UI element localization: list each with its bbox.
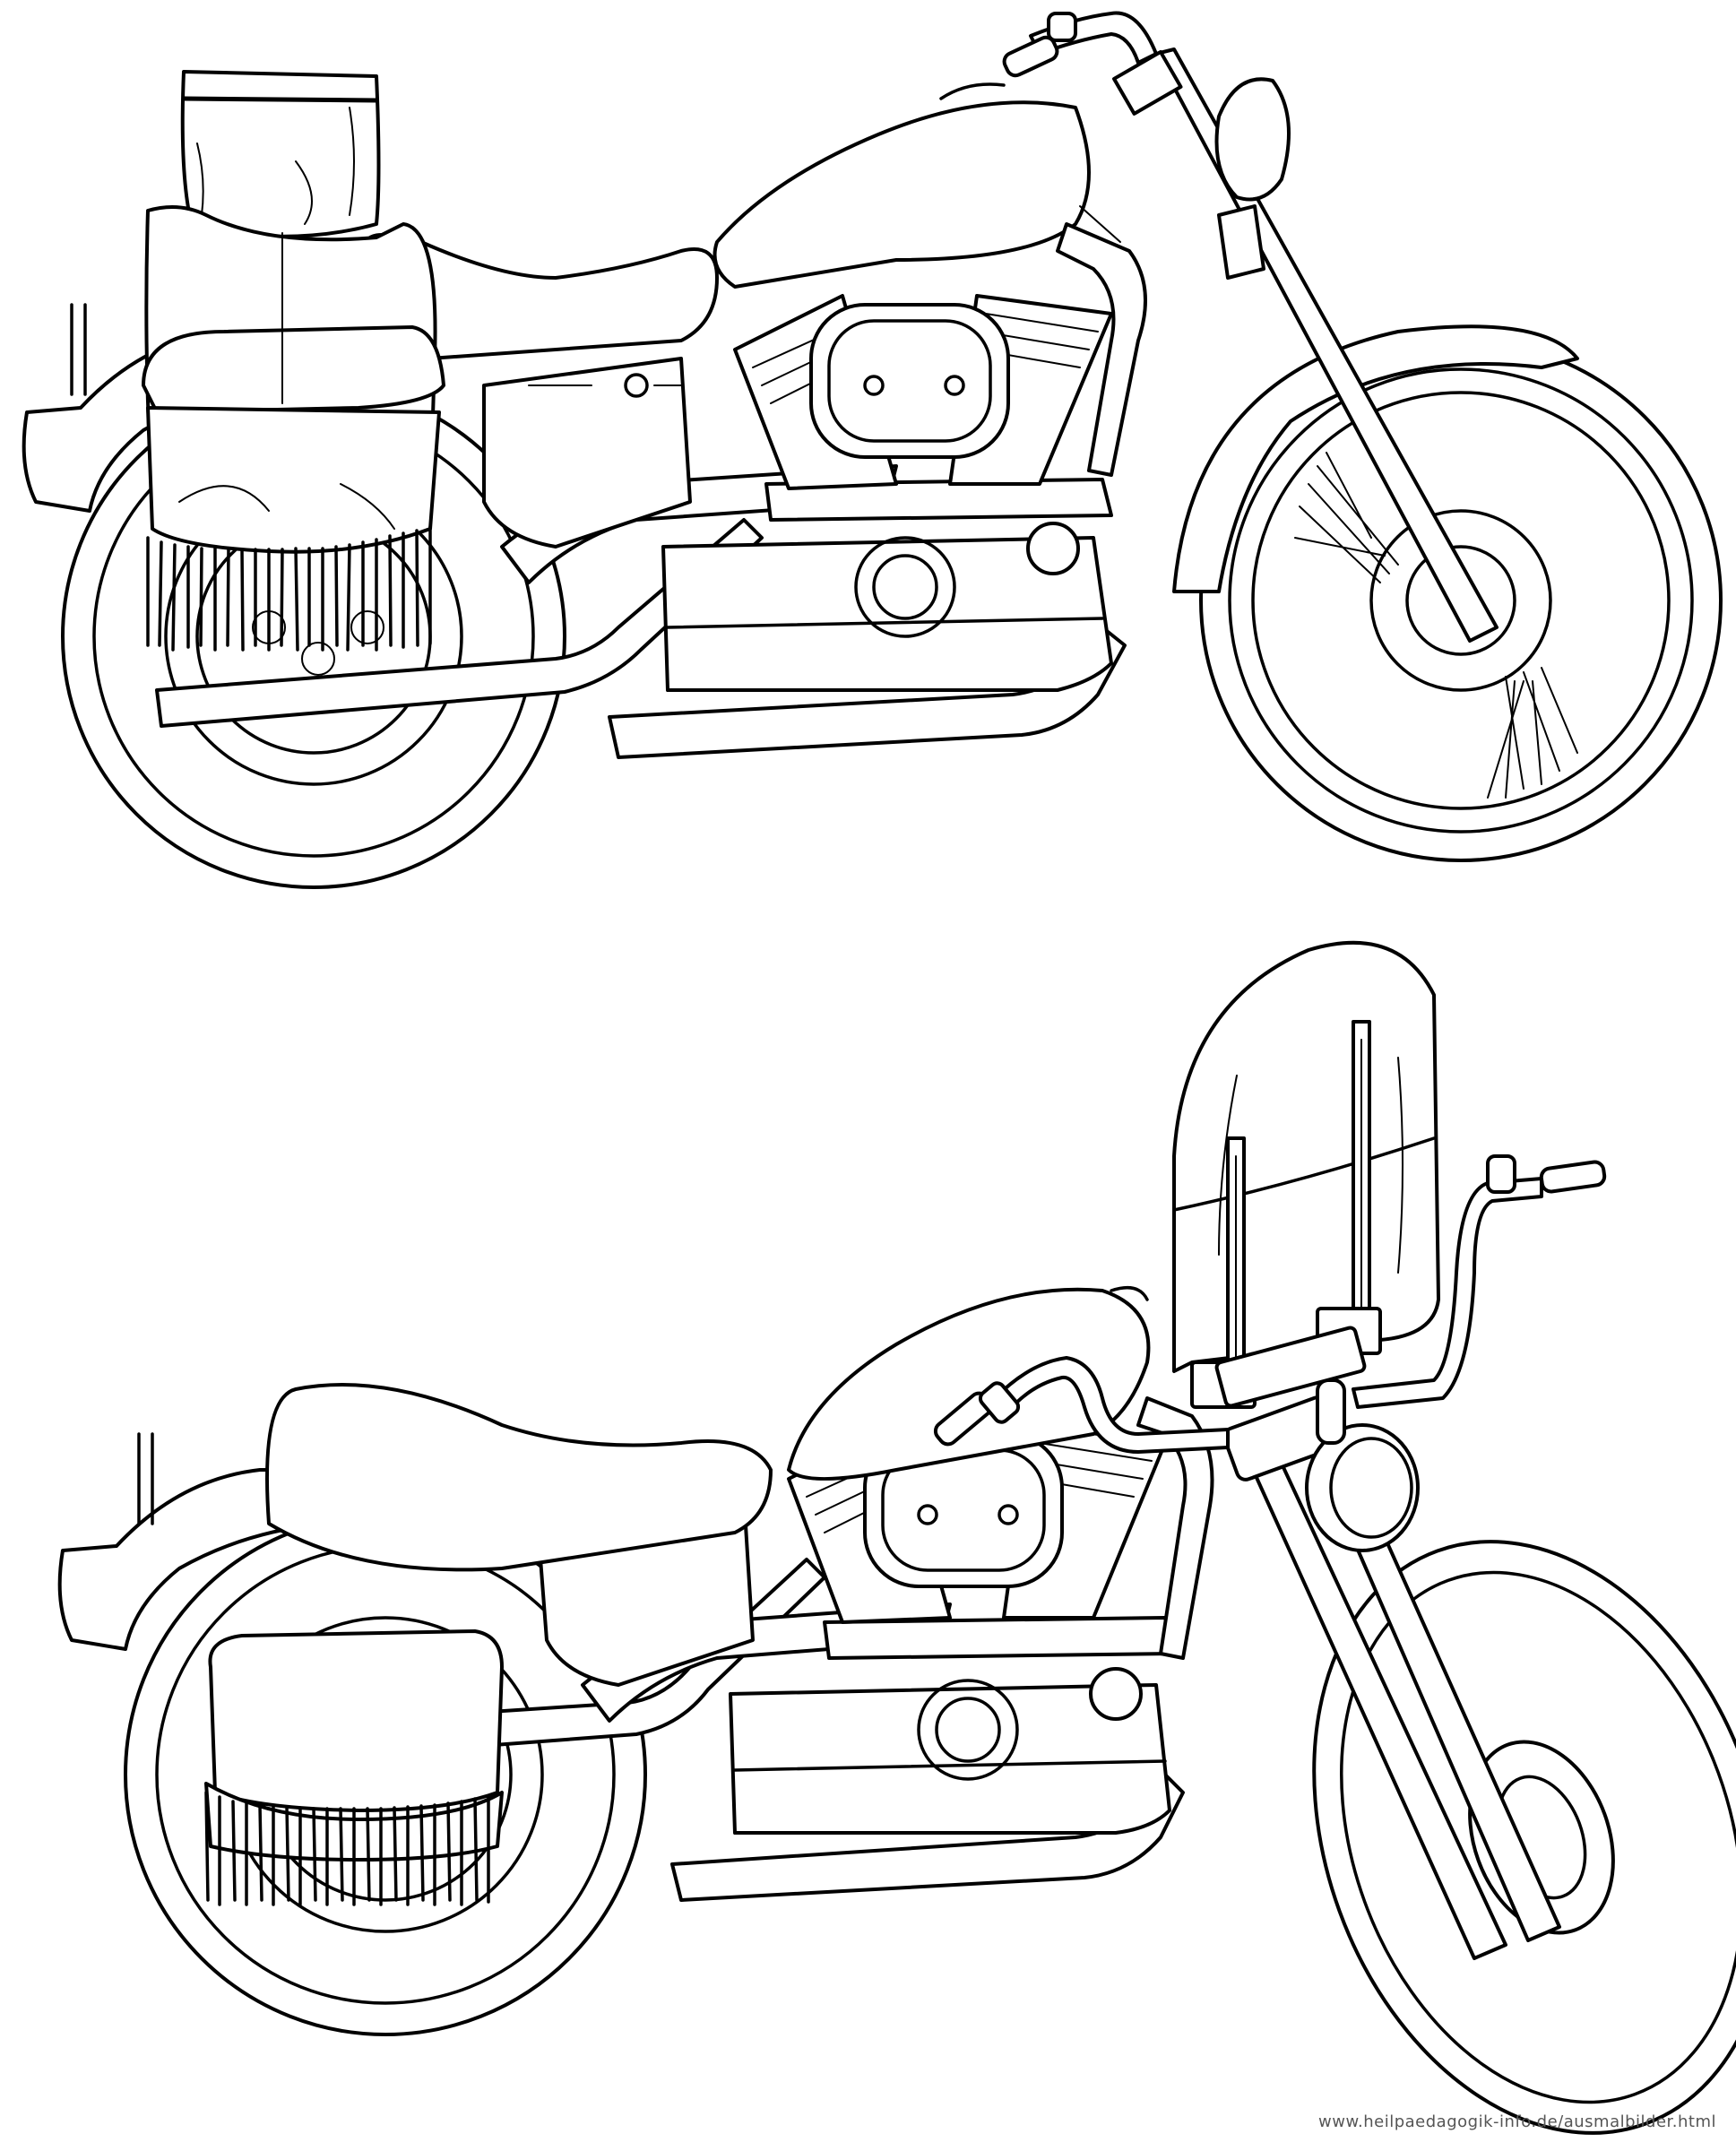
source-url[interactable]: www.heilpaedagogik-info.de/ausmalbilder.… [1318, 2112, 1716, 2131]
headlight [1214, 77, 1291, 202]
motorcycle-top [22, 11, 1723, 889]
saddlebag [204, 1629, 504, 1906]
motorcycle-bottom [57, 940, 1736, 2135]
handlebar [1002, 11, 1158, 78]
engine [729, 1423, 1176, 1835]
fuel-tank [787, 1287, 1151, 1481]
windshield [1172, 940, 1440, 1409]
seat [265, 1383, 773, 1572]
fringed-saddlebag [142, 70, 445, 652]
frame-downtube [1056, 222, 1147, 477]
engine [661, 294, 1113, 692]
side-cover [482, 357, 692, 549]
fuel-tank [713, 100, 1091, 289]
handlebar [933, 1154, 1607, 1454]
